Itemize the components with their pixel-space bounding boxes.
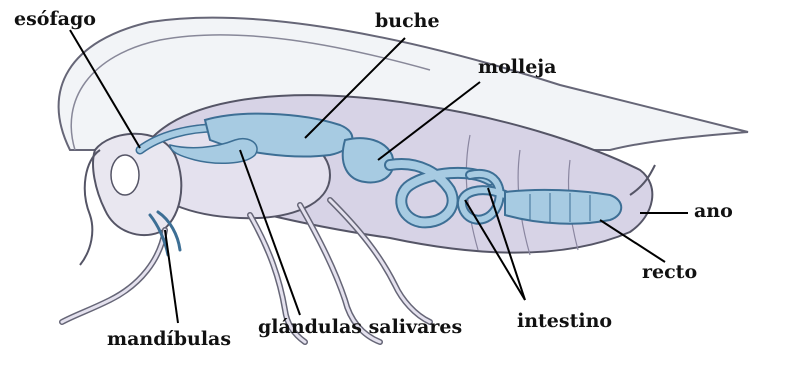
label-recto: recto: [642, 263, 697, 282]
label-molleja: molleja: [478, 58, 557, 77]
rectum: [505, 190, 621, 224]
label-ano: ano: [694, 202, 733, 221]
label-buche: buche: [375, 12, 440, 31]
label-glandulas-salivares: glándulas salivares: [258, 318, 462, 337]
eye: [111, 155, 139, 195]
leader-mandibulas: [165, 230, 178, 323]
label-mandibulas: mandíbulas: [107, 330, 231, 349]
leg-front: [62, 230, 165, 322]
label-esofago: esófago: [14, 10, 96, 29]
label-intestino: intestino: [517, 312, 612, 331]
